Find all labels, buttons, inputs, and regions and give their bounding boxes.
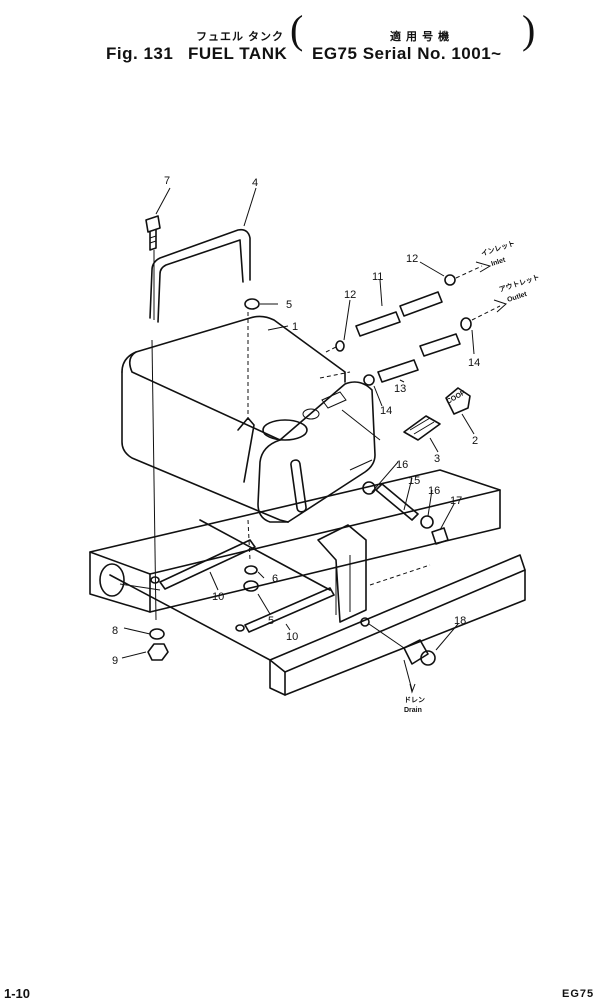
callout-14-right: 14 [468,357,480,369]
callout-3: 3 [434,453,440,465]
callout-10-right: 10 [286,631,298,643]
fuel-tank [121,315,381,523]
callout-4: 4 [252,177,258,189]
callout-5-bottom: 5 [268,615,274,627]
callout-7: 7 [164,175,170,187]
callout-16-left: 16 [396,459,408,471]
hardware [147,565,259,661]
right-paren: ) [522,7,536,52]
strap-and-bolt [145,215,260,621]
callout-8: 8 [112,625,118,637]
callout-2: 2 [472,435,478,447]
drain-jp-label: ドレン [404,696,425,704]
base-frame [89,469,526,696]
japanese-title: フュエル タンク [196,31,285,43]
figure-label: Fig. 131 [106,44,174,63]
inlet-label: Inlet [490,257,506,268]
callout-18: 18 [454,615,466,627]
model-code: EG75 [562,988,595,1000]
pipes [325,261,507,694]
inlet-jp-label: インレット [480,239,516,257]
callout-17: 17 [450,495,462,507]
callout-12-left: 12 [344,289,356,301]
serial-range: EG75 Serial No. 1001~ [312,44,502,63]
drain-label: Drain [404,707,422,714]
callout-15: 15 [408,475,420,487]
leader-lines [121,187,475,659]
callout-11: 11 [372,271,383,283]
callout-10-left: 10 [212,591,224,603]
left-paren: ( [290,7,304,52]
callout-9: 9 [112,655,118,667]
callout-5-top: 5 [286,299,292,311]
outlet-jp-label: アウトレット [498,272,541,294]
page-title: FUEL TANK [188,44,288,63]
callout-14-left: 14 [380,405,392,417]
callout-16-right: 16 [428,485,440,497]
cap-marking: COOP [446,389,468,406]
callout-12-top: 12 [406,253,418,265]
outlet-label: Outlet [506,291,528,304]
callout-1: 1 [292,321,298,333]
callout-6-right: 6 [272,573,278,585]
page-number: 1-10 [4,986,31,1001]
callout-13: 13 [394,383,406,395]
japanese-serial-label: 適 用 号 機 [390,31,451,43]
